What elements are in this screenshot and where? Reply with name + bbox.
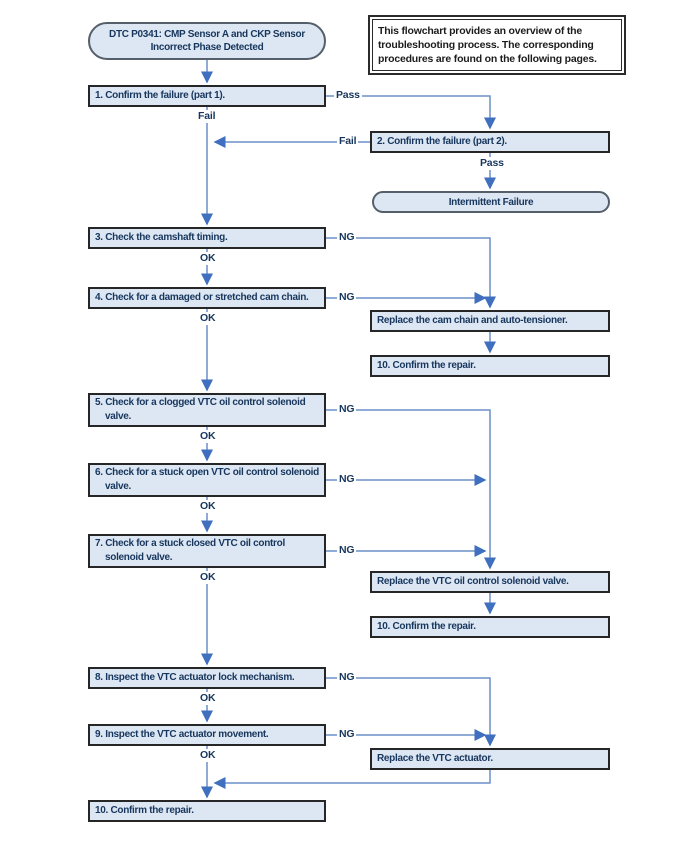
replace-solenoid-box: Replace the VTC oil control solenoid val… [370,571,610,593]
start-terminator: DTC P0341: CMP Sensor A and CKP Sensor I… [88,22,326,60]
step-box-5: 5. Check for a clogged VTC oil control s… [88,393,326,427]
fail-label-step2: Fail [337,135,359,148]
replace-cam-chain-box: Replace the cam chain and auto-tensioner… [370,310,610,332]
intermittent-failure-terminator: Intermittent Failure [372,191,610,213]
ok-label-step5: OK [198,430,218,443]
step-box-1: 1. Confirm the failure (part 1). [88,85,326,107]
pass-label-step2: Pass [478,157,506,170]
ng-label-step5: NG [337,403,357,416]
ng-label-step6: NG [337,473,357,486]
ok-label-step9: OK [198,749,218,762]
ok-label-step8: OK [198,692,218,705]
ng-label-step4: NG [337,291,357,304]
pass-label-step1: Pass [334,89,362,102]
step-box-3: 3. Check the camshaft timing. [88,227,326,249]
ok-label-step4: OK [198,312,218,325]
confirm-repair-box-b: 10. Confirm the repair. [370,616,610,638]
confirm-repair-box-a: 10. Confirm the repair. [370,355,610,377]
step-box-6: 6. Check for a stuck open VTC oil contro… [88,463,326,497]
step-box-4: 4. Check for a damaged or stretched cam … [88,287,326,309]
ng-label-step8: NG [337,671,357,684]
ok-label-step7: OK [198,571,218,584]
step-box-9: 9. Inspect the VTC actuator movement. [88,724,326,746]
ng-label-step3: NG [337,231,357,244]
overview-note-box: This flowchart provides an overview of t… [368,15,626,75]
step-box-7: 7. Check for a stuck closed VTC oil cont… [88,534,326,568]
step-box-8: 8. Inspect the VTC actuator lock mechani… [88,667,326,689]
step-box-10: 10. Confirm the repair. [88,800,326,822]
ok-label-step3: OK [198,252,218,265]
replace-actuator-box: Replace the VTC actuator. [370,748,610,770]
fail-label-step1: Fail [196,110,218,123]
step-box-2: 2. Confirm the failure (part 2). [370,131,610,153]
ng-label-step7: NG [337,544,357,557]
ng-label-step9: NG [337,728,357,741]
ok-label-step6: OK [198,500,218,513]
